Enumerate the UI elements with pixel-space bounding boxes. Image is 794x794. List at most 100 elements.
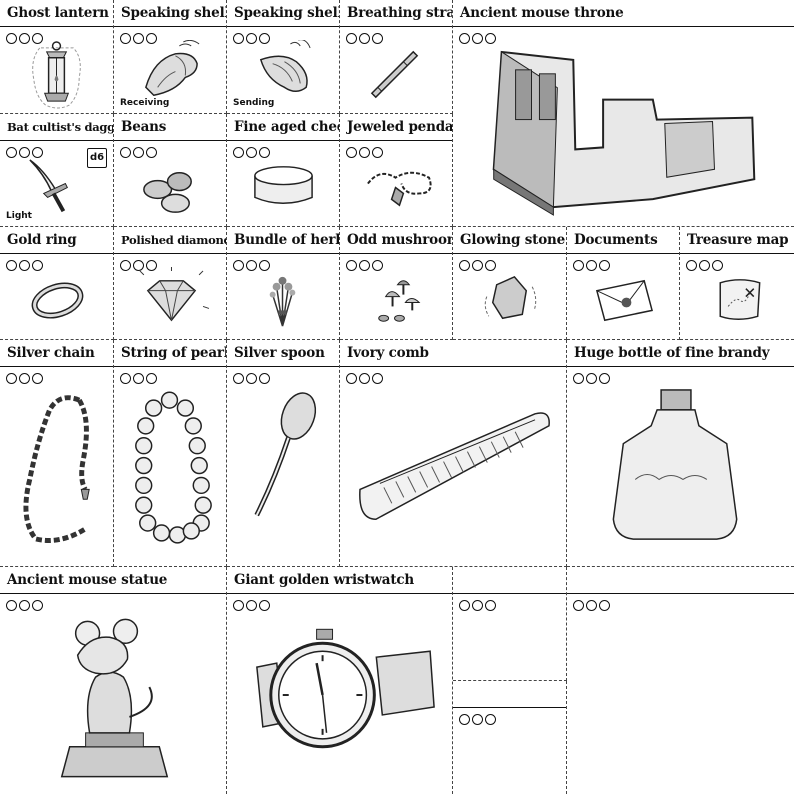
lantern-icon: [0, 40, 113, 111]
usage-pips[interactable]: [120, 260, 157, 271]
usage-pips[interactable]: [6, 147, 43, 158]
card-title: Gold ring: [0, 227, 113, 254]
shell-icon: [227, 40, 339, 111]
ring-icon: [0, 267, 113, 337]
card-polished-diamond[interactable]: Polished diamond: [114, 227, 227, 340]
usage-pips[interactable]: [573, 600, 610, 611]
card-ghost-lantern[interactable]: Ghost lantern: [0, 0, 114, 114]
card-title: Giant golden wristwatch: [227, 567, 452, 594]
card-bat-cultists-dagger[interactable]: Bat cultist's dagger d6 Light: [0, 114, 114, 227]
usage-pips[interactable]: [120, 147, 157, 158]
card-title: Odd mushrooms: [340, 227, 452, 254]
card-title: Silver spoon: [227, 340, 339, 367]
card-title: String of pearls: [114, 340, 226, 367]
chain-icon: [0, 380, 113, 564]
card-jeweled-pendant[interactable]: Jeweled pendant: [340, 114, 453, 227]
card-title: Ivory comb: [340, 340, 566, 367]
card-title: Bundle of herbs: [227, 227, 339, 254]
beans-icon: [114, 154, 226, 224]
usage-pips[interactable]: [459, 714, 496, 725]
shell-mode-note: Sending: [233, 98, 275, 108]
card-speaking-shell-receiving[interactable]: Speaking shell Receiving: [114, 0, 227, 114]
card-giant-golden-wristwatch[interactable]: Giant golden wristwatch: [227, 567, 453, 794]
throne-icon: [453, 40, 794, 224]
card-fine-aged-cheese[interactable]: Fine aged cheese: [227, 114, 340, 227]
spoon-icon: [227, 380, 339, 564]
card-title: Ancient mouse throne: [453, 0, 794, 27]
card-ancient-mouse-statue[interactable]: Ancient mouse statue: [0, 567, 227, 794]
usage-pips[interactable]: [120, 373, 157, 384]
card-title: Treasure map: [680, 227, 794, 254]
usage-pips[interactable]: [459, 260, 496, 271]
mouse-statue-icon: [0, 607, 226, 792]
bottle-icon: [567, 380, 794, 564]
usage-pips[interactable]: [6, 260, 43, 271]
shell-icon: [114, 40, 226, 111]
card-bundle-of-herbs[interactable]: Bundle of herbs: [227, 227, 340, 340]
card-string-of-pearls[interactable]: String of pearls: [114, 340, 227, 567]
card-gold-ring[interactable]: Gold ring: [0, 227, 114, 340]
usage-pips[interactable]: [346, 373, 383, 384]
card-title: Breathing straw: [340, 0, 452, 27]
herbs-icon: [227, 267, 339, 337]
stone-icon: [453, 267, 566, 337]
card-title: Bat cultist's dagger: [0, 114, 113, 141]
usage-pips[interactable]: [233, 600, 270, 611]
shell-mode-note: Receiving: [120, 98, 170, 108]
usage-pips[interactable]: [120, 33, 157, 44]
card-blank-top[interactable]: [453, 567, 567, 681]
usage-pips[interactable]: [346, 260, 383, 271]
comb-icon: [340, 380, 566, 564]
pearls-icon: [114, 380, 226, 564]
mushrooms-icon: [340, 267, 452, 337]
card-speaking-shell-sending[interactable]: Speaking shell Sending: [227, 0, 340, 114]
card-breathing-straw[interactable]: Breathing straw: [340, 0, 453, 114]
card-title: Speaking shell: [227, 0, 339, 27]
dagger-icon: [0, 154, 113, 224]
card-title: Ancient mouse statue: [0, 567, 226, 594]
usage-pips[interactable]: [233, 373, 270, 384]
usage-pips[interactable]: [6, 33, 43, 44]
usage-pips[interactable]: [573, 260, 610, 271]
usage-pips[interactable]: [346, 147, 383, 158]
card-documents[interactable]: Documents: [567, 227, 680, 340]
usage-pips[interactable]: [459, 33, 496, 44]
card-title: Silver chain: [0, 340, 113, 367]
usage-pips[interactable]: [686, 260, 723, 271]
card-title: Fine aged cheese: [227, 114, 339, 141]
card-beans[interactable]: Beans: [114, 114, 227, 227]
card-title: Glowing stone: [453, 227, 566, 254]
diamond-icon: [114, 267, 226, 337]
straw-icon: [340, 40, 452, 111]
card-title: Jeweled pendant: [340, 114, 452, 141]
dagger-property-note: Light: [6, 211, 32, 221]
card-glowing-stone[interactable]: Glowing stone: [453, 227, 567, 340]
usage-pips[interactable]: [346, 33, 383, 44]
card-ivory-comb[interactable]: Ivory comb: [340, 340, 567, 567]
usage-pips[interactable]: [233, 147, 270, 158]
card-silver-chain[interactable]: Silver chain: [0, 340, 114, 567]
envelope-icon: [567, 267, 679, 337]
usage-pips[interactable]: [6, 373, 43, 384]
usage-pips[interactable]: [573, 373, 610, 384]
pendant-icon: [340, 154, 452, 224]
card-treasure-map[interactable]: Treasure map: [680, 227, 794, 340]
usage-pips[interactable]: [233, 260, 270, 271]
card-huge-bottle-of-fine-brandy[interactable]: Huge bottle of fine brandy: [567, 340, 794, 567]
card-title: Huge bottle of fine brandy: [567, 340, 794, 367]
usage-pips[interactable]: [233, 33, 270, 44]
card-ancient-mouse-throne[interactable]: Ancient mouse throne: [453, 0, 794, 227]
card-title: Beans: [114, 114, 226, 141]
card-odd-mushrooms[interactable]: Odd mushrooms: [340, 227, 453, 340]
card-title: Speaking shell: [114, 0, 226, 27]
card-title: Documents: [567, 227, 679, 254]
card-blank-large[interactable]: [567, 567, 794, 794]
usage-pips[interactable]: [459, 600, 496, 611]
usage-pips[interactable]: [6, 600, 43, 611]
card-title: Ghost lantern: [0, 0, 113, 27]
map-icon: [680, 267, 794, 337]
card-blank-bottom[interactable]: [453, 681, 567, 794]
card-title: Polished diamond: [114, 227, 226, 254]
card-silver-spoon[interactable]: Silver spoon: [227, 340, 340, 567]
wristwatch-icon: [227, 607, 452, 792]
